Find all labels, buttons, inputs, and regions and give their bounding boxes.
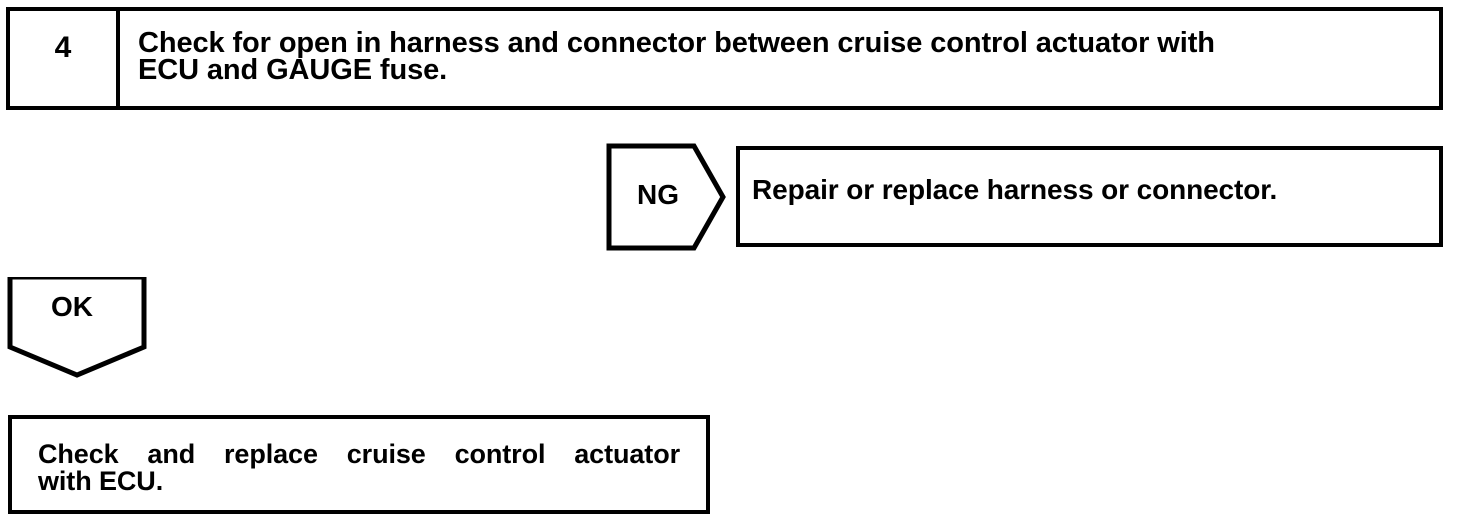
ng-branch-arrow	[606, 143, 726, 251]
final-result-line-2: with ECU.	[38, 466, 164, 496]
ok-branch-label: OK	[51, 291, 93, 322]
step-instruction-line-2: ECU and GAUGE fuse.	[138, 53, 448, 86]
ng-result-box: Repair or replace harness or connector.	[736, 146, 1443, 247]
step-instruction-line-1: Check for open in harness and connector …	[138, 27, 1215, 59]
ng-result-text: Repair or replace harness or connector.	[752, 174, 1278, 205]
final-result-line-1: Check and replace cruise control actuato…	[38, 439, 680, 469]
ng-pentagon-icon	[606, 143, 726, 251]
ok-pentagon-icon	[7, 277, 147, 378]
step-instruction: Check for open in harness and connector …	[138, 27, 1429, 86]
final-result-box: Check and replace cruise control actuato…	[8, 415, 710, 514]
final-result-text: Check and replace cruise control actuato…	[38, 441, 680, 495]
step-number: 4	[54, 31, 72, 64]
step-box: 4 Check for open in harness and connecto…	[6, 7, 1443, 110]
ng-branch-label: NG	[637, 179, 679, 210]
ok-branch-arrow	[7, 277, 147, 378]
step-number-cell: 4	[10, 11, 120, 106]
